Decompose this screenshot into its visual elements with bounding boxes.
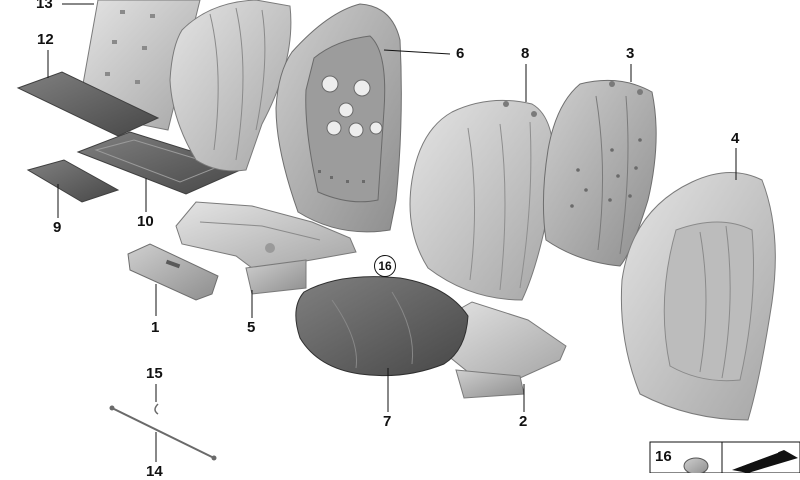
part-back-shell	[169, 0, 292, 172]
legend-tape-icon	[732, 450, 798, 473]
callout-4: 4	[731, 130, 740, 147]
callout-2: 2	[519, 413, 528, 430]
callout-3: 3	[626, 45, 635, 62]
callout-10: 10	[137, 213, 154, 230]
callout-16-circled: 16	[374, 255, 396, 277]
callout-6: 6	[456, 45, 465, 62]
leader-lines	[47, 3, 737, 462]
part-4-backrest	[620, 171, 776, 421]
callout-1: 1	[151, 319, 160, 336]
legend-item-number: 16	[655, 448, 672, 465]
part-14-wire	[109, 405, 217, 461]
part-1-trim	[127, 243, 219, 301]
callout-15: 15	[146, 365, 163, 382]
callout-7: 7	[383, 413, 392, 430]
part-9-pad	[26, 159, 120, 203]
part-8-backrest-cover	[409, 99, 555, 301]
legend-clip-icon	[683, 457, 709, 473]
callout-13: 13	[36, 0, 53, 12]
callout-12: 12	[37, 31, 54, 48]
callout-9: 9	[53, 219, 62, 236]
part-12-pad	[16, 71, 160, 137]
part-5-seat-frame	[175, 201, 357, 295]
part-6-backrest-frame	[275, 3, 402, 233]
part-7-seat-cushion	[295, 276, 469, 377]
callout-14: 14	[146, 463, 163, 480]
callout-8: 8	[521, 45, 530, 62]
part-15-clip	[154, 403, 159, 415]
part-3-backrest-foam	[542, 79, 657, 267]
callout-5: 5	[247, 319, 256, 336]
